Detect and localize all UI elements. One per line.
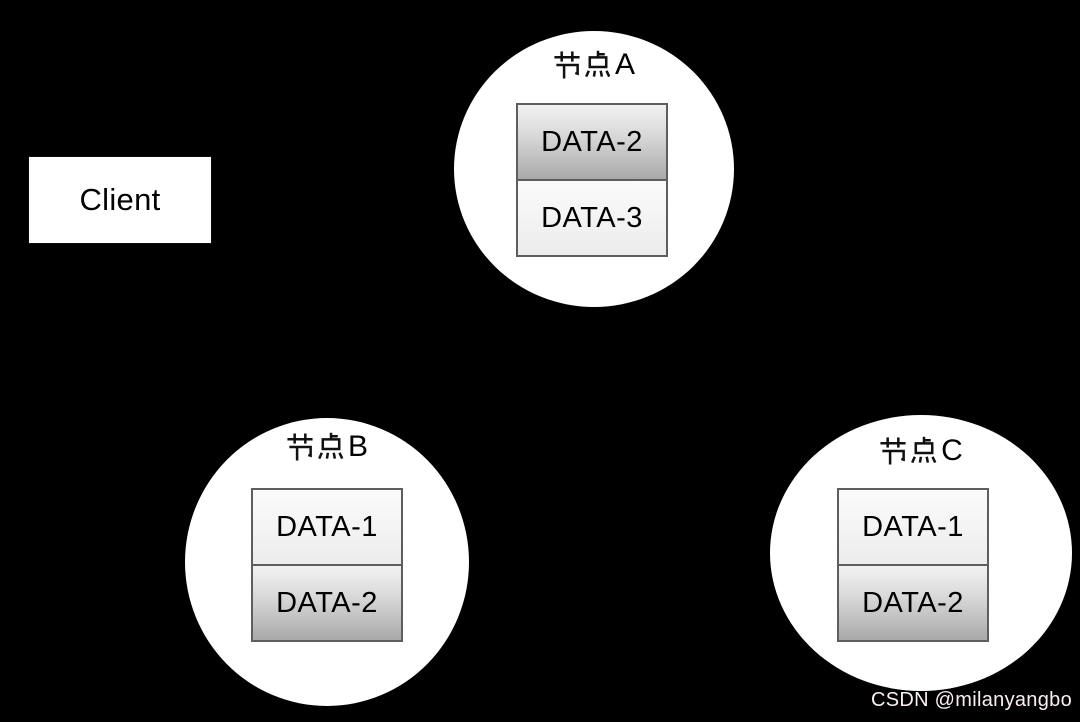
data-block-label: DATA-2: [541, 125, 643, 158]
hanzi-dian-glyph-icon: [585, 50, 611, 78]
node-a-circle: A DATA-2 DATA-3: [454, 31, 734, 307]
hanzi-jie-glyph-icon: [880, 437, 906, 465]
node-c-circle: C DATA-1 DATA-2: [770, 415, 1072, 691]
hanzi-jie-glyph-icon: [287, 433, 313, 461]
node-b-data-stack: DATA-1 DATA-2: [251, 488, 403, 642]
data-block-label: DATA-3: [541, 201, 643, 234]
data-block: DATA-3: [516, 179, 668, 257]
data-block: DATA-2: [251, 564, 403, 642]
client-box: Client: [28, 156, 212, 244]
data-block-label: DATA-1: [862, 510, 964, 543]
node-a-letter: A: [614, 48, 635, 81]
data-block: DATA-2: [516, 103, 668, 181]
node-b-letter: B: [347, 430, 368, 463]
client-label: Client: [79, 182, 161, 217]
node-c-data-stack: DATA-1 DATA-2: [837, 488, 989, 642]
data-block-label: DATA-2: [862, 586, 964, 619]
watermark: CSDN @milanyangbo: [870, 689, 1072, 711]
node-b-label: B: [185, 430, 469, 463]
data-block: DATA-2: [837, 564, 989, 642]
hanzi-dian-glyph-icon: [911, 436, 937, 464]
data-block-label: DATA-1: [276, 510, 378, 543]
data-block: DATA-1: [837, 488, 989, 566]
data-block: DATA-1: [251, 488, 403, 566]
node-c-label: C: [770, 434, 1072, 467]
node-a-label: A: [454, 48, 734, 81]
node-b-circle: B DATA-1 DATA-2: [185, 418, 469, 706]
data-block-label: DATA-2: [276, 586, 378, 619]
node-a-data-stack: DATA-2 DATA-3: [516, 103, 668, 257]
node-c-letter: C: [941, 434, 963, 467]
hanzi-jie-glyph-icon: [554, 51, 580, 79]
hanzi-dian-glyph-icon: [318, 432, 344, 460]
